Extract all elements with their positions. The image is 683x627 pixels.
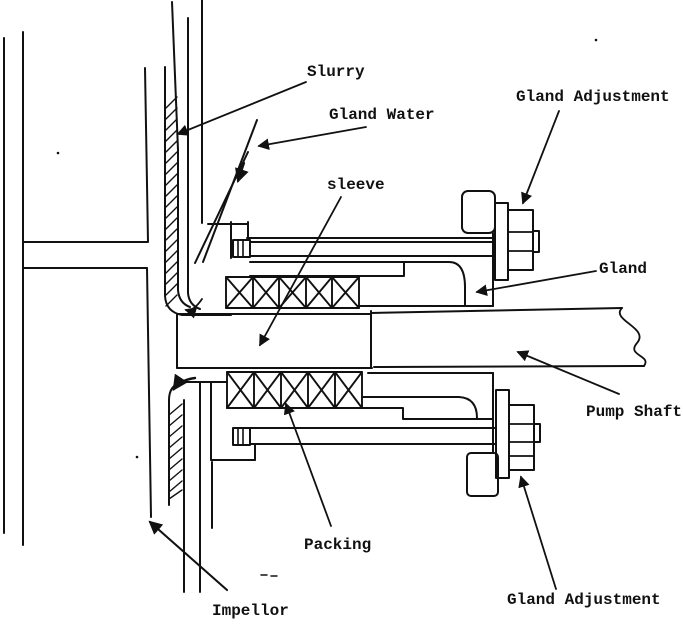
shaft-break-squiggle [618,307,647,367]
nut-upper [507,209,534,271]
leakage-flow-arrow [172,373,197,391]
gland-ear-lower [466,452,499,497]
label-gland-water: Gland Water [329,106,435,124]
stud-tip-upper [532,230,540,253]
gland-water-pipe [194,119,258,264]
gland-upper [357,190,496,307]
section-hatching-top [165,96,178,307]
pump-casing-left [3,31,598,546]
stud-head-upper [232,239,251,258]
nut-lower [508,404,535,471]
pump-shaft [370,307,647,368]
packing-upper [225,276,360,309]
gland-adjustment-top-arrow [521,110,560,205]
stud-tip-lower [533,423,541,443]
casing-wall-hatched-top [164,0,233,316]
gland-lower [361,372,499,497]
packing-arrow [283,402,332,527]
slurry-arrow [176,81,307,136]
gland-arrow [475,270,597,297]
washer-upper [494,202,509,281]
stud-head-lower [232,427,251,446]
gland-bolt-upper [494,202,540,281]
stuffing-box-upper [230,221,495,306]
label-gland-adjustment-bottom: Gland Adjustment [507,591,661,609]
pump-shaft-arrow [516,350,620,395]
packing-lower [226,371,363,409]
gland-water-flow-arrow [184,298,203,319]
pipe-flow-arrow [235,161,249,184]
label-slurry: Slurry [307,63,365,81]
casing-wall-hatched-bottom [168,381,278,593]
stray-dashes [260,574,278,577]
gland-adjustment-bottom-arrow [518,475,557,590]
gland-ear-upper [461,190,496,234]
shaft-sleeve [176,310,373,369]
label-packing: Packing [304,536,372,554]
label-impellor: Impellor [212,602,289,620]
sleeve-arrow [259,196,342,347]
leader-lines [148,81,620,592]
label-gland-adjustment-top: Gland Adjustment [516,88,670,106]
gland-bolt-lower [495,389,541,479]
label-pump-shaft: Pump Shaft [586,403,683,421]
impellor-arrow [148,520,229,592]
label-gland: Gland [599,260,648,278]
gland-water-arrow [257,126,367,151]
label-sleeve: sleeve [327,176,385,194]
section-hatching-bottom [168,403,183,500]
